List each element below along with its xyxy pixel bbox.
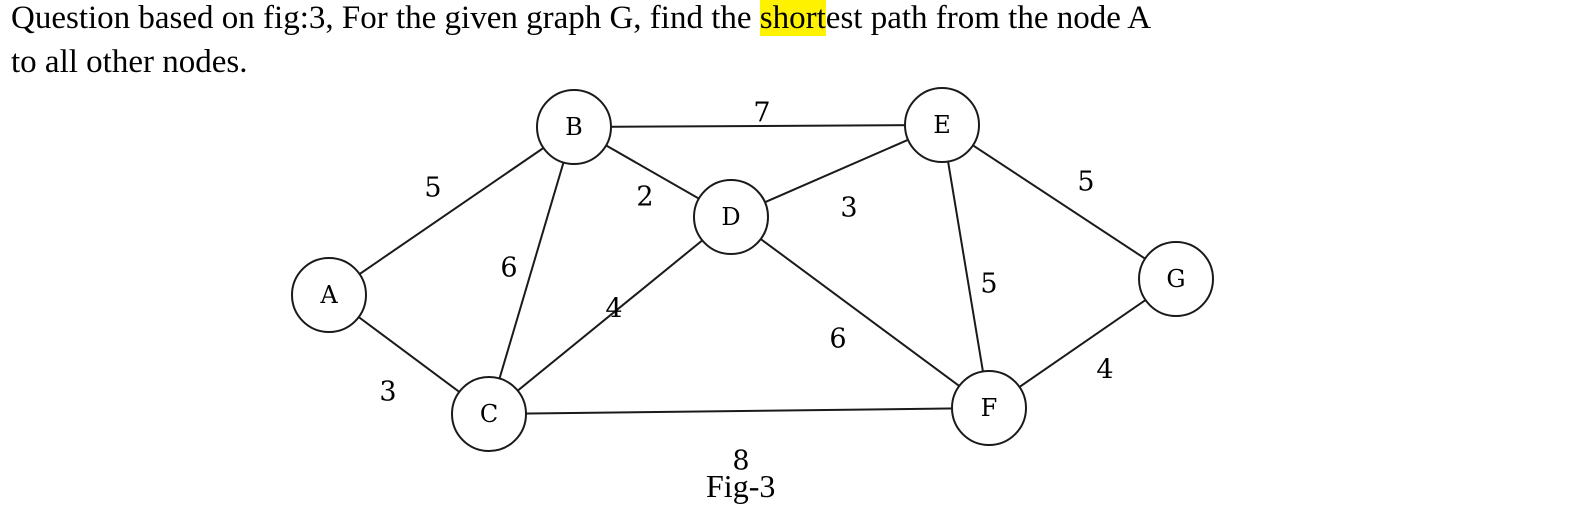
edge-weight-b-e: 7 (753, 98, 770, 129)
edge-weight-a-b: 5 (424, 173, 441, 204)
edge-weight-c-f: 8 (732, 446, 749, 477)
node-label-c: C (480, 400, 498, 428)
edges-layer (328, 124, 1177, 415)
node-label-d: D (721, 203, 740, 231)
question-prefix: Question based on fig:3, For the given g… (11, 0, 760, 36)
edge-b-c (488, 126, 575, 415)
nodes-layer: A B C D E F G (291, 87, 1214, 452)
edge-weight-e-f: 5 (980, 269, 997, 300)
edge-c-d (488, 216, 732, 415)
edge-weight-c-d: 4 (605, 294, 622, 325)
node-c: C (451, 376, 527, 452)
node-circle-b (536, 89, 612, 165)
figure-caption: Fig-3 (706, 468, 776, 504)
edge-d-f (730, 216, 990, 409)
edge-e-f (941, 124, 990, 409)
edge-a-b (328, 126, 575, 296)
node-label-f: F (981, 394, 998, 422)
question-suffix: est path from the node A (825, 0, 1152, 36)
edge-c-f (488, 407, 990, 415)
question-text: Question based on fig:3, For the given g… (11, 0, 1561, 84)
node-circle-a (291, 257, 367, 333)
node-circle-c (451, 376, 527, 452)
question-line-2: to all other nodes. (11, 44, 248, 80)
edge-weight-f-g: 4 (1096, 355, 1113, 386)
node-e: E (904, 87, 980, 163)
edge-weight-d-e: 3 (840, 193, 857, 224)
edge-weight-b-c: 6 (500, 253, 517, 284)
highlighted-word: short (759, 0, 826, 36)
edge-b-e (573, 124, 943, 128)
node-circle-f (951, 370, 1027, 446)
node-circle-e (904, 87, 980, 163)
node-label-g: G (1166, 265, 1185, 293)
node-a: A (291, 257, 367, 333)
edge-weights-layer: 5 3 6 2 7 4 8 3 6 5 5 4 (379, 98, 1113, 477)
node-label-b: B (565, 113, 583, 141)
node-d: D (693, 179, 769, 255)
node-b: B (536, 89, 612, 165)
edge-weight-a-c: 3 (379, 377, 396, 408)
edge-weight-d-f: 6 (829, 324, 846, 355)
node-label-a: A (319, 281, 338, 309)
node-g: G (1138, 241, 1214, 317)
node-circle-d (693, 179, 769, 255)
edge-e-g (941, 124, 1177, 280)
node-label-e: E (933, 111, 951, 139)
node-circle-g (1138, 241, 1214, 317)
edge-d-e (730, 124, 943, 218)
edge-weight-e-g: 5 (1077, 167, 1094, 198)
node-f: F (951, 370, 1027, 446)
edge-weight-b-d: 2 (636, 182, 653, 213)
